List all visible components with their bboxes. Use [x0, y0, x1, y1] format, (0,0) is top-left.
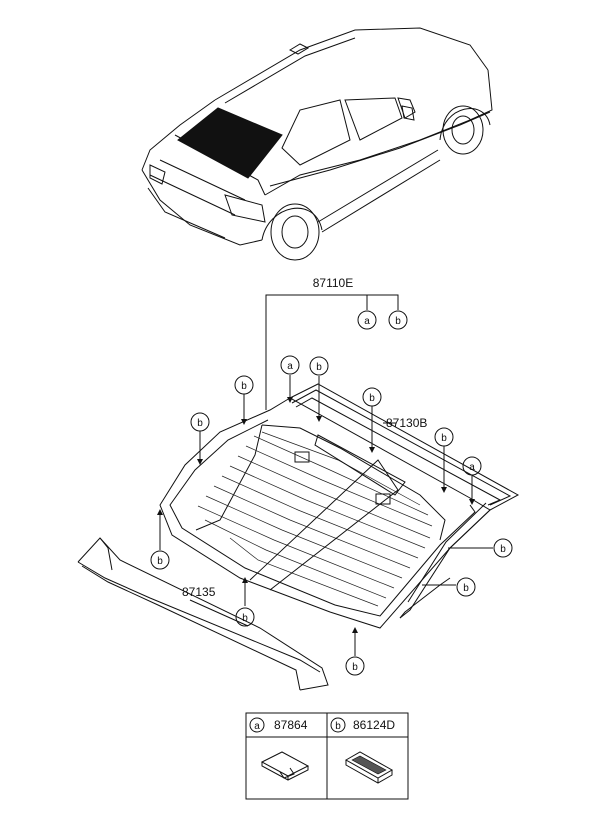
callout-letter: a — [287, 361, 293, 372]
callout-b-bottom-right: b — [345, 656, 365, 676]
callout-letter: b — [463, 583, 469, 594]
callout-letter: b — [500, 544, 506, 555]
rear-window-highlight — [177, 107, 283, 179]
part-label-glass: 87130B — [386, 416, 427, 430]
callouts: a b a b b b b b — [150, 310, 513, 676]
callout-a-right: a — [462, 456, 482, 476]
part-label-molding: 87135 — [182, 585, 216, 599]
callout-letter: b — [197, 418, 203, 429]
callout-letter: b — [395, 316, 401, 327]
callout-b-top-bracket: b — [388, 310, 408, 330]
callout-letter: a — [469, 462, 475, 473]
arrowheads — [157, 397, 475, 633]
callout-letter: b — [316, 362, 322, 373]
callout-b-bottom-left: b — [150, 550, 170, 570]
callout-b-right-mid: b — [493, 538, 513, 558]
callout-letter: a — [364, 316, 370, 327]
callout-b-right-upper: b — [434, 427, 454, 447]
callout-letter: b — [441, 433, 447, 444]
legend-cell-a: a 87864 — [249, 717, 308, 733]
legend-table: a 87864 b 86124D — [245, 712, 409, 800]
callout-b-bottom-mid: b — [235, 607, 255, 627]
legend-part-number: 87864 — [274, 718, 308, 732]
lower-molding-87135 — [77, 537, 329, 691]
clip-a-illustration — [260, 751, 310, 781]
callout-b-right-low: b — [456, 577, 476, 597]
callout-letter: b — [242, 613, 248, 624]
callout-b-brake-light: b — [362, 387, 382, 407]
callout-a-frame-top: a — [280, 355, 300, 375]
callout-b-left: b — [190, 412, 210, 432]
legend-letter: a — [254, 721, 260, 732]
callout-letter: b — [352, 662, 358, 673]
legend-part-number: 86124D — [353, 718, 395, 732]
callout-b-frame-top: b — [309, 356, 329, 376]
callout-letter: b — [157, 556, 163, 567]
legend-cell-b: b 86124D — [330, 717, 395, 733]
callout-letter: b — [241, 381, 247, 392]
legend-letter: b — [335, 721, 341, 732]
callout-b-left-upper: b — [234, 375, 254, 395]
callout-letter: b — [369, 393, 375, 404]
clip-b-illustration — [344, 751, 394, 784]
leader-lines — [159, 375, 493, 656]
part-label-assembly: 87110E — [313, 276, 353, 290]
callout-a-top-bracket: a — [357, 310, 377, 330]
assembly-bracket — [265, 294, 399, 410]
rear-glass — [159, 397, 491, 629]
